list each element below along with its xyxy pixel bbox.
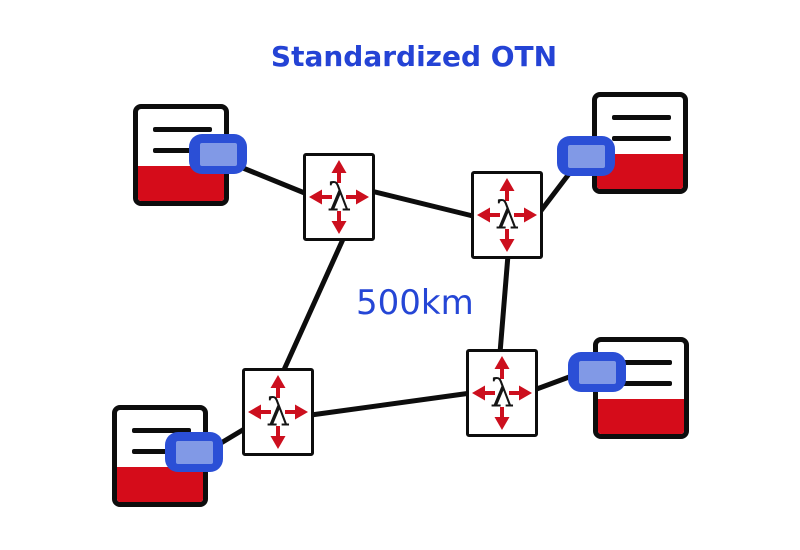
wavelength-arrows-icon [309,160,369,234]
otn-switch-bottom-right: λ [466,349,538,437]
wavelength-arrows-icon [472,356,532,430]
document-red-fill [598,399,684,434]
document-text-line [153,127,212,132]
lambda-symbol: λ [327,175,351,219]
transceiver-module-icon [165,432,223,472]
document-text-line [132,428,191,433]
document-text-line [132,449,191,454]
fiber-link-client-tl-switch1 [240,165,315,199]
fiber-link-switch1-switch3 [280,234,347,375]
otn-switch-bottom-left: λ [242,368,314,456]
document-text-line [153,148,212,153]
diagram-title: Standardized OTN [270,40,558,73]
otn-switch-top-right: λ [471,171,543,259]
transceiver-window [578,360,616,384]
lambda-symbol: λ [266,390,290,434]
transceiver-module-icon [568,352,626,392]
lambda-symbol: λ [495,193,519,237]
transceiver-module-icon [557,136,615,176]
transceiver-window [567,144,605,168]
document-text-line [613,381,672,386]
transceiver-module-icon [189,134,247,174]
wavelength-arrows-icon [248,375,308,449]
document-red-fill [117,467,203,502]
otn-switch-top-left: λ [303,153,375,241]
document-text-line [612,136,671,141]
fiber-link-switch1-switch2 [368,188,480,220]
fiber-link-switch3-switch4 [308,390,474,418]
document-text-line [613,360,672,365]
fiber-link-switch2-switch4 [497,252,511,356]
transceiver-window [199,142,237,166]
transceiver-window [175,440,213,464]
distance-label: 500km [356,283,474,323]
document-text-line [612,115,671,120]
lambda-symbol: λ [490,371,514,415]
wavelength-arrows-icon [477,178,537,252]
